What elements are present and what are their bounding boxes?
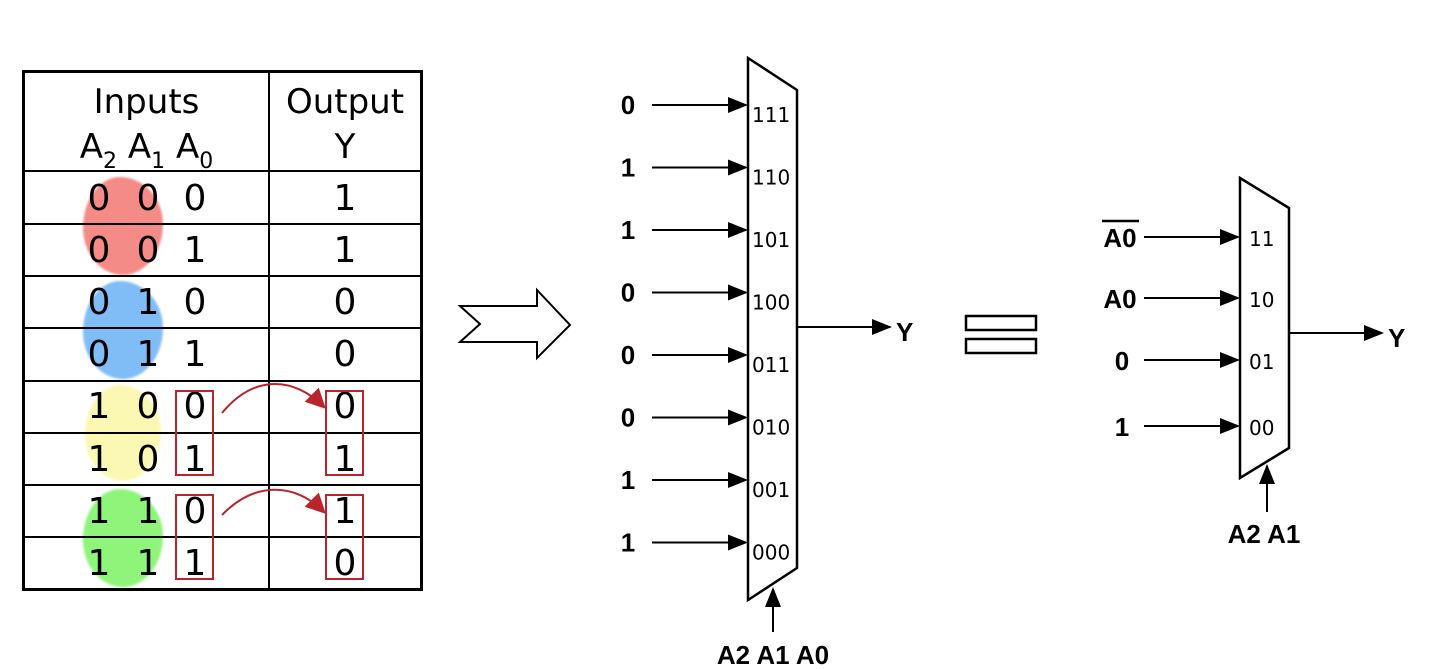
- mux8-input-value: 0: [621, 278, 635, 308]
- cell-a1: 0: [136, 438, 160, 480]
- cell-a2: 0: [87, 230, 111, 272]
- mux8-input-value: 1: [621, 528, 635, 558]
- cell-a2: 0: [87, 334, 111, 376]
- cell-y: 1: [333, 230, 357, 272]
- row-separator: [25, 327, 420, 329]
- mux8-input-value: 0: [621, 403, 635, 433]
- cell-a2: 1: [87, 386, 111, 428]
- highlight-blue: [83, 281, 163, 379]
- mux8-body: [746, 55, 799, 603]
- cell-a1: 0: [136, 178, 160, 219]
- mux4-select-code: 00: [1249, 416, 1274, 440]
- row-separator: [25, 484, 420, 486]
- row-separator: [25, 380, 420, 382]
- cell-a2: 1: [87, 490, 111, 532]
- a0-box: [175, 494, 214, 580]
- cell-y: 1: [333, 178, 357, 219]
- cell-a0: 0: [183, 386, 207, 428]
- column-separator: [268, 73, 270, 588]
- col-a2: A2: [79, 127, 118, 174]
- col-y: Y: [334, 127, 356, 167]
- cell-a1: 1: [136, 542, 160, 584]
- y-box: [325, 390, 364, 476]
- mux4-input-value: 1: [1115, 412, 1129, 442]
- cell-y: 1: [333, 490, 357, 532]
- row-separator: [25, 275, 420, 277]
- mux4-input-value: 0: [1115, 346, 1129, 376]
- row-separator: [25, 223, 420, 225]
- mux4-output-label: Y: [1388, 323, 1405, 353]
- cell-a0: 0: [183, 282, 207, 324]
- red-arrows: [221, 383, 326, 516]
- mux8-output-label: Y: [896, 317, 913, 347]
- mux4-body: [1238, 175, 1291, 481]
- cell-a0: 0: [183, 490, 207, 532]
- cell-a0: 0: [183, 178, 207, 219]
- input-columns-header: A2 A1 A0: [25, 128, 268, 181]
- mux8-input-value: 1: [621, 153, 635, 183]
- mux8-input-value: 1: [621, 465, 635, 495]
- cell-y: 0: [333, 542, 357, 584]
- cell-a2: 1: [87, 438, 111, 480]
- y-box: [325, 494, 364, 580]
- mux8-select-code: 111: [752, 103, 790, 127]
- mux8-input-value: 1: [621, 215, 635, 245]
- mux4-select-code: 11: [1249, 227, 1274, 251]
- mux4-select-code: 10: [1249, 288, 1274, 312]
- highlight-red: [83, 177, 163, 275]
- curved-arrow: [221, 488, 326, 516]
- highlight-green: [83, 489, 163, 587]
- cell-a1: 1: [136, 490, 160, 532]
- a0-box: [175, 390, 214, 476]
- mux8-select-code: 010: [752, 416, 790, 440]
- mux4-input-value: A0: [1103, 223, 1136, 253]
- cell-a1: 1: [136, 334, 160, 376]
- col-a0: A0: [175, 127, 214, 174]
- inputs-header: Inputs: [93, 82, 200, 122]
- mux8-select-code: 000: [752, 541, 790, 565]
- cell-y: 0: [333, 282, 357, 324]
- curved-arrow: [221, 383, 326, 414]
- cell-a0: 1: [183, 542, 207, 584]
- mux8-select-label: A2 A1 A0: [717, 640, 829, 669]
- mux8-input-value: 0: [621, 90, 635, 120]
- mux4-select-code: 01: [1249, 350, 1274, 374]
- header-separator: [25, 170, 420, 172]
- mux4-select-label: A2 A1: [1228, 519, 1301, 549]
- mux4-input-value: A0: [1103, 284, 1136, 314]
- hollow-arrow-icon: [457, 287, 572, 361]
- mux8-select-code: 101: [752, 228, 790, 252]
- cell-a2: 0: [87, 178, 111, 219]
- mux8-input-value: 0: [621, 340, 635, 370]
- cell-y: 0: [333, 334, 357, 376]
- equivalence-bar-bottom: [964, 337, 1038, 355]
- mux8-select-code: 001: [752, 478, 790, 502]
- cell-a1: 0: [136, 386, 160, 428]
- cell-a2: 1: [87, 542, 111, 584]
- mux8-select-code: 110: [752, 166, 790, 190]
- cell-y: 0: [333, 386, 357, 428]
- row-separator: [25, 536, 420, 538]
- cell-a0: 1: [183, 230, 207, 272]
- cell-a1: 0: [136, 230, 160, 272]
- cell-a0: 1: [183, 438, 207, 480]
- cell-y: 1: [333, 438, 357, 480]
- output-header: Output: [285, 82, 405, 122]
- equivalence-bar-top: [964, 314, 1038, 332]
- cell-a2: 0: [87, 282, 111, 324]
- cell-a1: 1: [136, 282, 160, 324]
- col-a1: A1: [127, 127, 166, 174]
- mux8-select-code: 100: [752, 291, 790, 315]
- cell-a0: 1: [183, 334, 207, 376]
- mux8-select-code: 011: [752, 353, 790, 377]
- row-separator: [25, 432, 420, 434]
